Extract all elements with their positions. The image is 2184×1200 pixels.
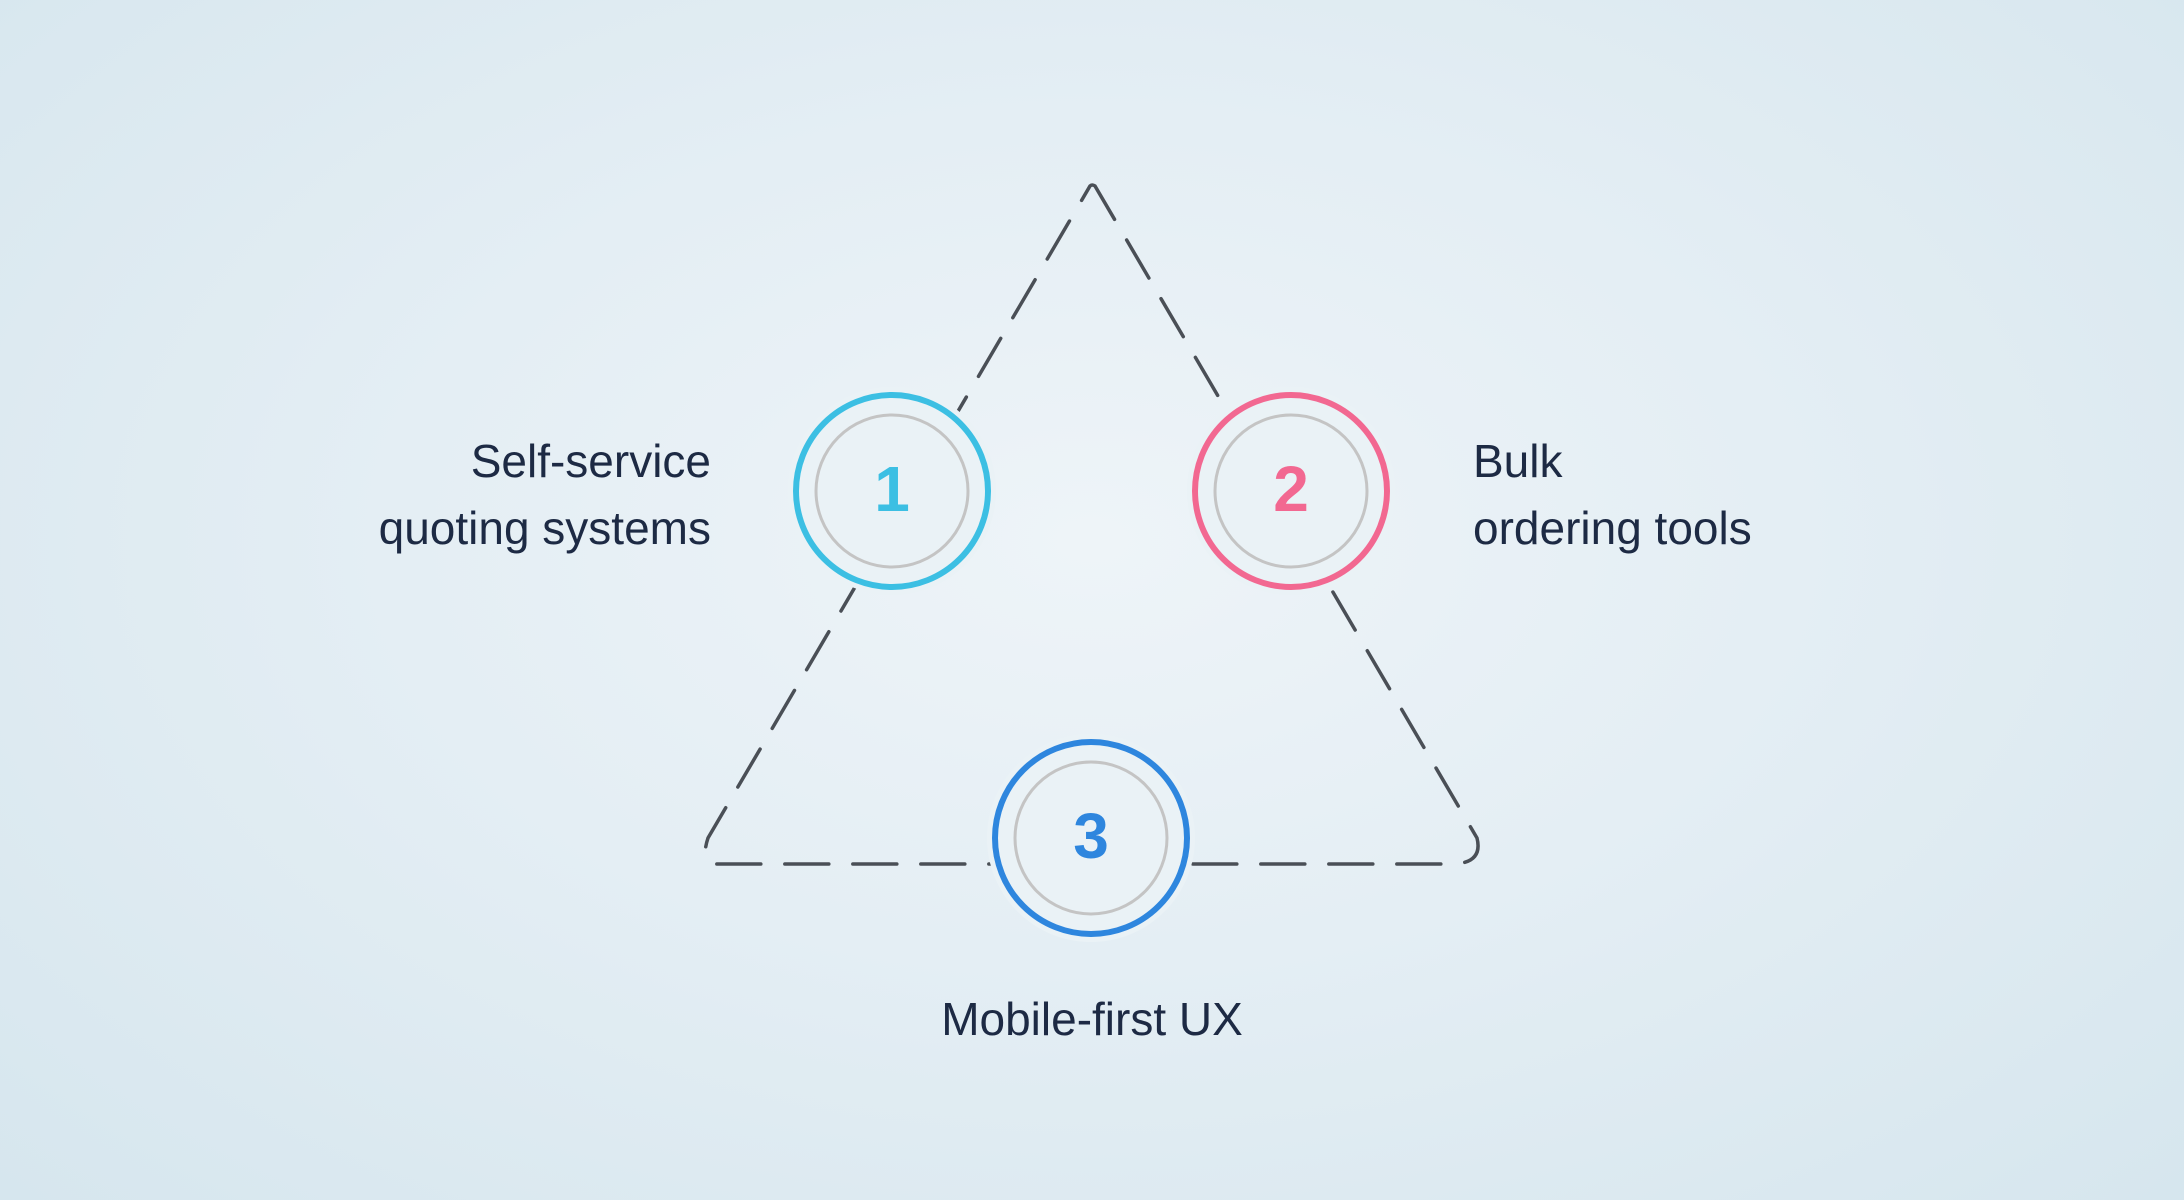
dashed-triangle-outline [703,183,1480,866]
node-3-label-line-1: Mobile-first UX [941,993,1243,1045]
node-1-number: 1 [874,453,910,525]
node-3-label: Mobile-first UX [0,986,2184,1053]
node-2-label-line-1: Bulk [1473,435,1563,487]
node-2: 2 [1187,387,1395,595]
node-2-label-line-2: ordering tools [1473,502,1752,554]
node-2-outer-ring [1192,392,1390,590]
node-2-label: Bulk ordering tools [1473,428,1752,562]
node-1-label-line-2: quoting systems [378,502,711,554]
node-2-backdrop [1187,387,1395,595]
node-1-inner-ring [814,413,970,569]
node-3-backdrop [987,734,1195,942]
node-1-label-line-1: Self-service [470,435,711,487]
node-1-label: Self-service quoting systems [379,428,711,562]
node-3-inner-ring [1013,760,1169,916]
node-1: 1 [788,387,996,595]
node-3: 3 [987,734,1195,942]
node-3-number: 3 [1073,800,1109,872]
node-1-outer-ring [793,392,991,590]
node-3-outer-ring [992,739,1190,937]
node-2-number: 2 [1273,453,1309,525]
node-1-backdrop [788,387,996,595]
node-2-inner-ring [1213,413,1369,569]
